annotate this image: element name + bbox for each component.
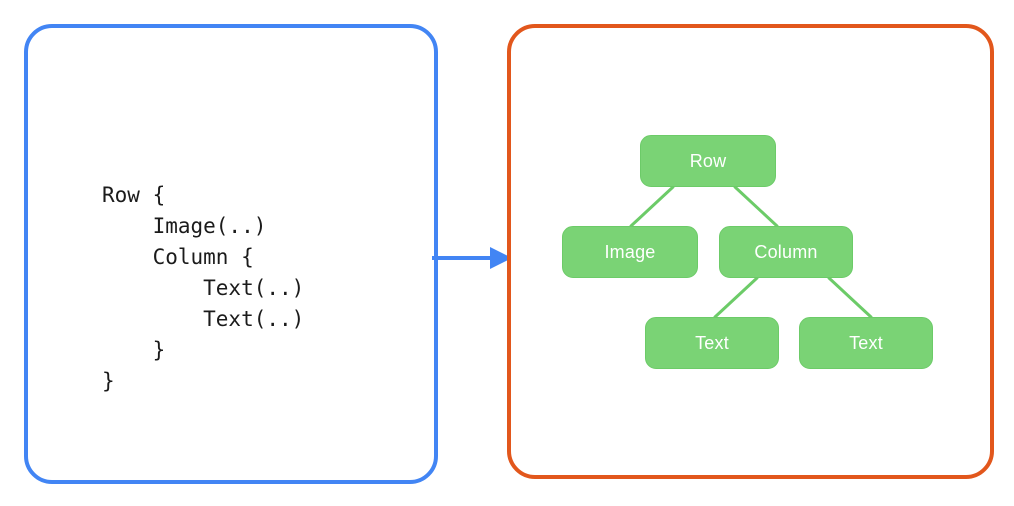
tree-node-image[interactable]: Image (562, 226, 698, 278)
tree-edges (629, 185, 873, 319)
tree-node-label: Image (604, 241, 656, 262)
tree-node-label: Text (695, 332, 729, 353)
tree-node-label: Row (689, 150, 727, 171)
code-snippet: Row { Image(..) Column { Text(..) Text(.… (102, 183, 305, 393)
code-panel: Row { Image(..) Column { Text(..) Text(.… (24, 24, 438, 484)
tree-node-text-1[interactable]: Text (645, 317, 779, 369)
tree-node-row[interactable]: Row (640, 135, 776, 187)
tree-node-text-2[interactable]: Text (799, 317, 933, 369)
tree-node-label: Column (754, 241, 818, 262)
arrow-icon (432, 247, 512, 269)
tree-node-column[interactable]: Column (719, 226, 853, 278)
tree-node-label: Text (849, 332, 883, 353)
